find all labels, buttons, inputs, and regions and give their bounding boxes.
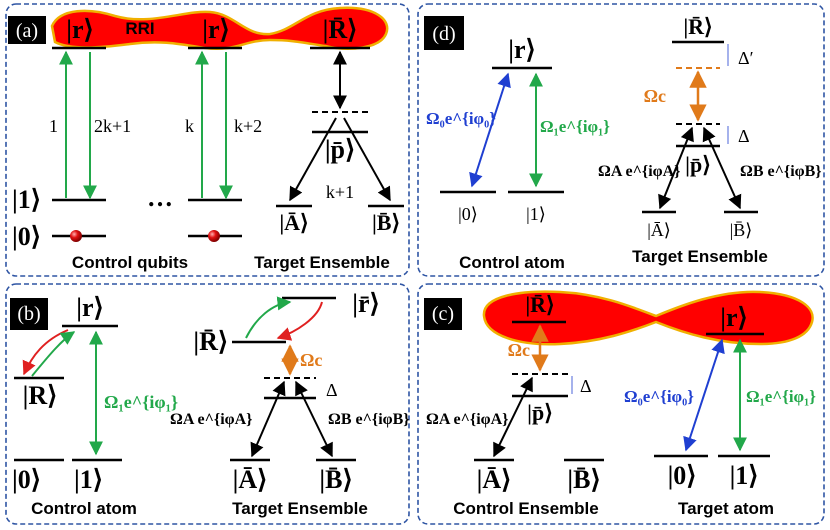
c-ket-r: |r⟩ <box>720 303 747 332</box>
d-caption-target: Target Ensemble <box>632 247 768 266</box>
a-ellipsis: … <box>147 183 173 212</box>
d-ket-pbar: |p̄⟩ <box>685 152 711 177</box>
panel-a: (a) RRI |r⟩ 1 2k+1 |1⟩ |0⟩ … |r⟩ k k+2 |… <box>5 3 410 277</box>
b-omega1: Ω₁e^{iφ₁} <box>104 392 178 412</box>
a-arrow-B <box>343 117 391 202</box>
a-ket-Abar: |Ā⟩ <box>279 210 308 235</box>
b-omegaC: Ωc <box>300 350 322 370</box>
b-ket-r: |r⟩ <box>76 293 103 322</box>
a-caption-control: Control qubits <box>72 253 188 272</box>
c-ket-0: |0⟩ <box>668 461 697 490</box>
panel-d-frame <box>417 3 825 277</box>
a-ket-r-k: |r⟩ <box>202 15 229 44</box>
b-omegaB: ΩB e^{iφB} <box>328 411 410 428</box>
d-omegaB: ΩB e^{iφB} <box>740 163 822 180</box>
b-arrow-B <box>295 380 333 458</box>
c-ket-Bbar: |B̄⟩ <box>567 465 600 494</box>
panel-a-frame <box>5 3 410 277</box>
panel-d-label: (d) <box>432 23 455 45</box>
c-caption-target: Target atom <box>678 499 774 518</box>
rri-blob <box>50 6 389 51</box>
a-atom-k <box>208 230 220 242</box>
d-arrow-A <box>658 126 694 210</box>
c-arrow-omega0 <box>683 338 725 452</box>
d-omega1: Ω₁e^{iφ₁} <box>540 117 610 136</box>
d-omegaA: ΩA e^{iφA} <box>598 163 680 180</box>
b-ket-1: |1⟩ <box>74 465 103 494</box>
b-arrow-A <box>250 380 286 458</box>
c-ket-Rbar: |R̄⟩ <box>525 292 554 317</box>
c-ket-pbar: |p̄⟩ <box>527 400 553 425</box>
d-caption-control: Control atom <box>459 253 565 272</box>
a-ket-Bbar: |B̄⟩ <box>372 210 400 235</box>
b-caption-target: Target Ensemble <box>232 499 368 518</box>
d-delta: Δ <box>738 126 750 146</box>
d-omega0: Ω₀e^{iφ₀} <box>426 109 496 128</box>
c-ket-Abar: |Ā⟩ <box>477 465 512 494</box>
a-ket-r-1: |r⟩ <box>66 15 93 44</box>
b-ket-Abar: |Ā⟩ <box>233 465 268 494</box>
a-label-2k1: 2k+1 <box>94 116 131 136</box>
c-omegaA: ΩA e^{iφA} <box>426 411 508 428</box>
panel-d-label-box <box>424 16 464 50</box>
a-ket-Rbar: |R̄⟩ <box>323 15 358 44</box>
panel-d: (d) |r⟩ Ω₀e^{iφ₀} Ω₁e^{iφ₁} |0⟩ |1⟩ |R̄⟩… <box>417 3 825 277</box>
c-rri-blob <box>482 290 814 346</box>
panel-b: (b) |r⟩ |R⟩ Ω₁e^{iφ₁} |0⟩ |1⟩ |r̄⟩ |R̄⟩ … <box>5 283 410 525</box>
d-delta-prime: Δ′ <box>738 48 754 68</box>
b-delta: Δ <box>326 380 338 400</box>
b-caption-control: Control atom <box>31 499 137 518</box>
a-label-1: 1 <box>49 116 58 136</box>
d-arrow-omega0 <box>469 72 511 188</box>
a-atom-1 <box>70 230 82 242</box>
a-ket-1: |1⟩ <box>12 185 41 214</box>
panel-b-frame <box>5 283 410 525</box>
b-arrow-green-curve <box>31 331 76 377</box>
c-delta: Δ <box>580 376 592 396</box>
panel-b-label-box <box>10 298 48 330</box>
c-caption-control: Control Ensemble <box>453 499 598 518</box>
rri-label: RRI <box>125 19 154 38</box>
d-ket-r: |r⟩ <box>508 35 535 64</box>
b-arrow-red-top <box>276 301 323 341</box>
c-omegaC: Ωc <box>508 340 530 360</box>
b-arrow-green-top <box>245 296 292 339</box>
panel-c-label: (c) <box>432 303 454 325</box>
d-omegaC: Ωc <box>644 86 666 106</box>
a-caption-target: Target Ensemble <box>254 253 390 272</box>
a-arrow-A <box>289 117 337 202</box>
d-ket-Abar: |Ā⟩ <box>647 220 671 240</box>
panel-b-label: (b) <box>17 303 40 325</box>
a-ket-0: |0⟩ <box>12 222 41 251</box>
a-label-k1: k+1 <box>326 182 354 202</box>
panel-a-label-box <box>8 16 46 44</box>
d-ket-0: |0⟩ <box>458 204 478 224</box>
c-ket-1: |1⟩ <box>730 461 759 490</box>
c-omega0: Ω₀e^{iφ₀} <box>624 387 694 406</box>
b-ket-Rbar: |R̄⟩ <box>193 327 228 356</box>
a-ket-pbar: |p̄⟩ <box>325 135 355 164</box>
panel-a-label: (a) <box>16 20 38 42</box>
b-ket-rbar: |r̄⟩ <box>352 289 379 318</box>
d-ket-Bbar: |B̄⟩ <box>730 220 753 240</box>
panel-c: (c) |R̄⟩ Ωc Δ |p̄⟩ ΩA e^{iφA} |Ā⟩ |B̄⟩ |… <box>417 283 825 525</box>
c-arrow-A <box>493 376 533 458</box>
b-ket-Bbar: |B̄⟩ <box>319 465 352 494</box>
panel-c-label-box <box>424 298 462 330</box>
b-ket-0: |0⟩ <box>12 465 41 494</box>
d-arrow-B <box>702 126 742 210</box>
a-label-k2: k+2 <box>234 116 262 136</box>
c-omega1: Ω₁e^{iφ₁} <box>746 387 816 406</box>
d-ket-1: |1⟩ <box>526 204 546 224</box>
d-ket-Rbar: |R̄⟩ <box>683 14 712 39</box>
b-ket-R: |R⟩ <box>23 381 58 410</box>
b-omegaA: ΩA e^{iφA} <box>170 411 252 428</box>
a-label-k: k <box>185 116 194 136</box>
